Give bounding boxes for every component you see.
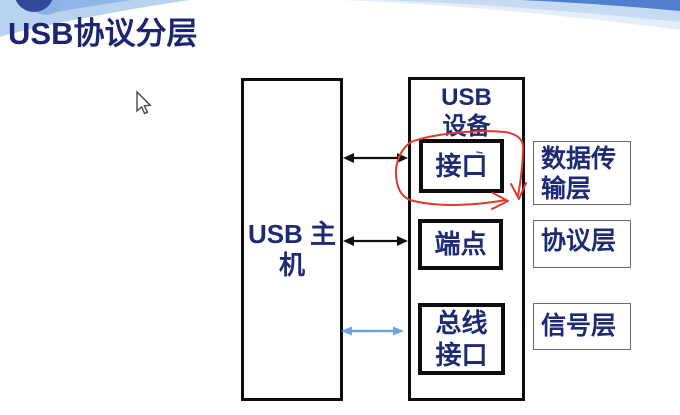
- deco-ball: [15, 0, 53, 12]
- bus-interface-box: 总线 接口: [418, 303, 505, 375]
- interface-box: 接口: [419, 139, 504, 193]
- slide-title: USB协议分层: [8, 16, 198, 51]
- usb-device-title: USB 设备: [441, 84, 492, 140]
- endpoint-box: 端点: [418, 219, 503, 270]
- swoosh-left-streak: [52, 0, 132, 13]
- swoosh-right-light: [376, 0, 680, 22]
- layer-box-data-transfer: 数据传 输层: [533, 141, 631, 205]
- swoosh-right-dark: [520, 0, 680, 11]
- layer-box-signal: 信号层: [533, 303, 631, 350]
- usb-host-label: USB 主 机: [247, 219, 337, 280]
- host-endpoint-arrow: [343, 236, 408, 246]
- host-bus-arrow: [341, 326, 404, 336]
- host-interface-arrow: [343, 153, 408, 163]
- header-decoration: [0, 0, 680, 37]
- usb-host-box: USB 主 机: [241, 78, 343, 401]
- layer-box-protocol: 协议层: [533, 220, 631, 268]
- mouse-cursor-icon: [136, 90, 152, 115]
